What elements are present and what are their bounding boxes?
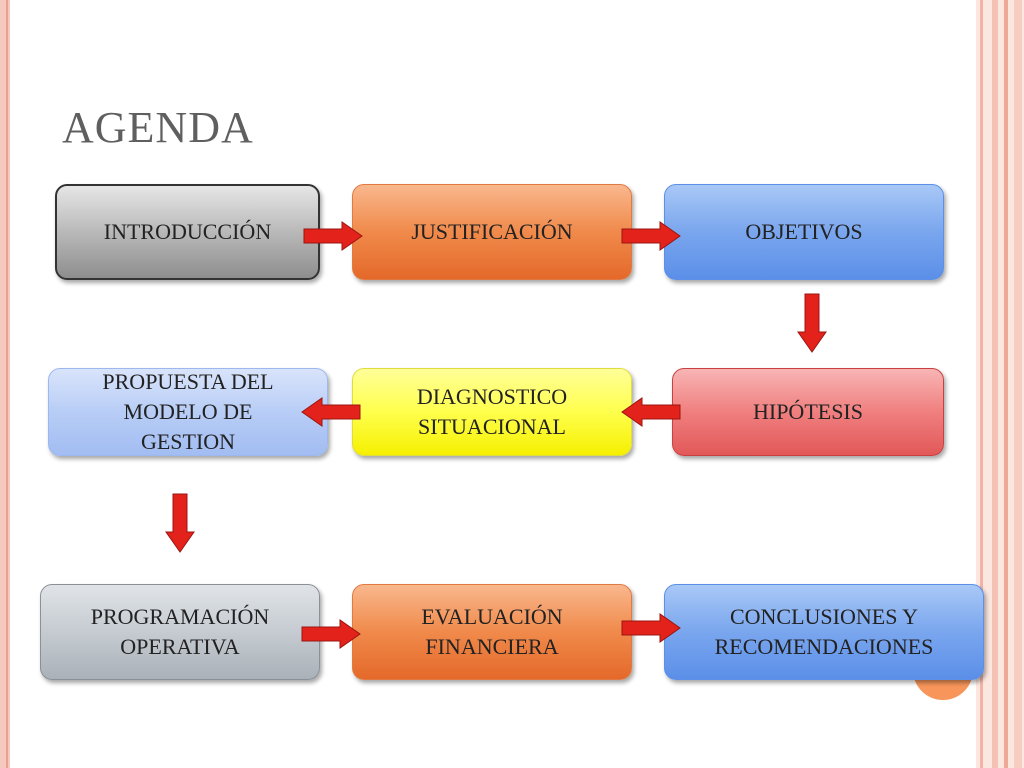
box-hipotesis[interactable]: HIPÓTESIS (672, 368, 944, 456)
box-conclusiones-label: CONCLUSIONES Y RECOMENDACIONES (714, 604, 934, 659)
arrow-right-icon (621, 613, 681, 643)
arrow-down-icon (797, 293, 827, 353)
box-introduccion[interactable]: INTRODUCCIÓN (55, 184, 320, 280)
arrow-right-icon (621, 221, 681, 251)
box-justificacion[interactable]: JUSTIFICACIÓN (352, 184, 632, 280)
box-evaluacion[interactable]: EVALUACIÓN FINANCIERA (352, 584, 632, 680)
right-border-decoration (976, 0, 1024, 768)
box-evaluacion-label: EVALUACIÓN FINANCIERA (421, 604, 563, 659)
arrow-right-icon (303, 221, 363, 251)
left-border-decoration (0, 0, 10, 768)
slide-title: AGENDA (62, 103, 254, 152)
box-hipotesis-label: HIPÓTESIS (752, 399, 863, 424)
box-objetivos[interactable]: OBJETIVOS (664, 184, 944, 280)
box-propuesta-label: PROPUESTA DEL MODELO DE GESTION (102, 369, 274, 454)
box-justificacion-label: JUSTIFICACIÓN (411, 219, 573, 244)
box-programacion-label: PROGRAMACIÓN OPERATIVA (90, 604, 270, 659)
box-programacion[interactable]: PROGRAMACIÓN OPERATIVA (40, 584, 320, 680)
arrow-left-icon (301, 397, 361, 427)
box-introduccion-label: INTRODUCCIÓN (103, 219, 272, 244)
box-propuesta[interactable]: PROPUESTA DEL MODELO DE GESTION (48, 368, 328, 456)
arrow-right-icon (301, 619, 361, 649)
arrow-left-icon (621, 397, 681, 427)
arrow-down-icon (165, 493, 195, 553)
box-objetivos-label: OBJETIVOS (745, 219, 863, 244)
box-conclusiones[interactable]: CONCLUSIONES Y RECOMENDACIONES (664, 584, 984, 680)
box-diagnostico-label: DIAGNOSTICO SITUACIONAL (416, 384, 568, 439)
box-diagnostico[interactable]: DIAGNOSTICO SITUACIONAL (352, 368, 632, 456)
